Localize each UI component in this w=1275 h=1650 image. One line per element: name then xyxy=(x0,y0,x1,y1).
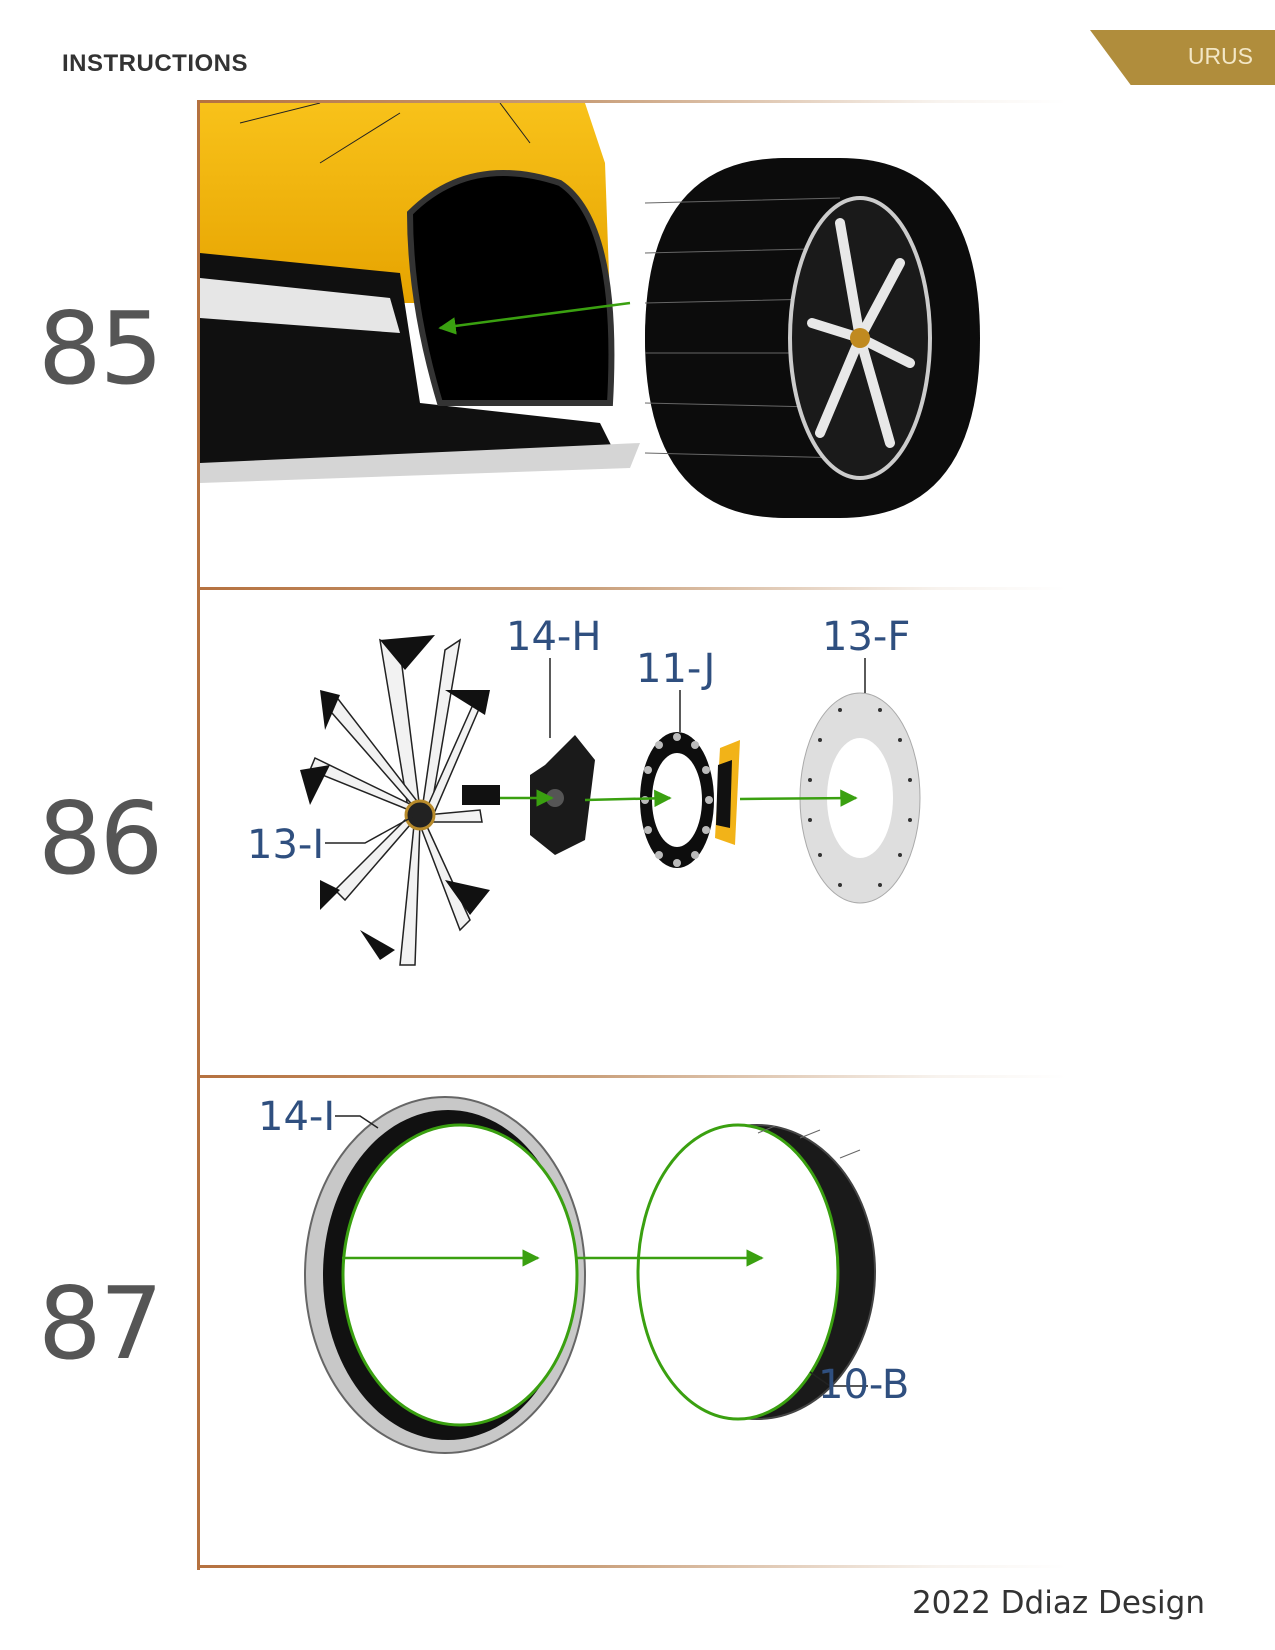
model-tab-label: URUS xyxy=(1187,43,1253,69)
model-tab: URUS xyxy=(1090,30,1275,85)
part-label-13-F: 13-F xyxy=(822,614,910,660)
brake-rotor-part xyxy=(799,692,921,904)
part-label-10-B: 10-B xyxy=(818,1362,909,1408)
rim-spokes-part xyxy=(300,635,500,966)
part-leader-lines xyxy=(335,1115,868,1387)
part-leader-lines xyxy=(325,658,866,844)
tire-assembly xyxy=(644,158,980,518)
step-divider-1 xyxy=(197,587,1067,590)
part-label-13-I: 13-I xyxy=(247,822,324,868)
assembly-arrow xyxy=(438,301,631,335)
assembly-arrows xyxy=(500,789,858,808)
step-87-illustration: 14-I 10-B xyxy=(200,1078,1070,1562)
footer-credit: 2022 Ddiaz Design xyxy=(911,1585,1205,1621)
tire-sidewall-ring-part xyxy=(304,1096,586,1454)
step-86-illustration: 14-H 11-J 13-F 13-I xyxy=(200,590,1070,1074)
frame-bottom-divider xyxy=(197,1565,1067,1568)
frame-top-divider xyxy=(197,100,1067,103)
step-number-85: 85 xyxy=(38,290,163,407)
part-label-11-J: 11-J xyxy=(636,646,715,692)
brake-disc-inner-part xyxy=(640,732,740,868)
page-title: INSTRUCTIONS xyxy=(62,50,248,77)
part-label-14-H: 14-H xyxy=(506,614,601,660)
step-divider-2 xyxy=(197,1075,1067,1078)
frame-left-border xyxy=(197,100,200,1570)
tire-tread-ring-part xyxy=(636,1123,876,1421)
step-85-illustration xyxy=(200,103,1070,587)
center-cap-part xyxy=(530,735,595,855)
step-number-87: 87 xyxy=(38,1265,163,1382)
step-number-86: 86 xyxy=(38,780,163,897)
car-rear-quarter xyxy=(200,103,640,483)
part-label-14-I: 14-I xyxy=(258,1094,335,1140)
